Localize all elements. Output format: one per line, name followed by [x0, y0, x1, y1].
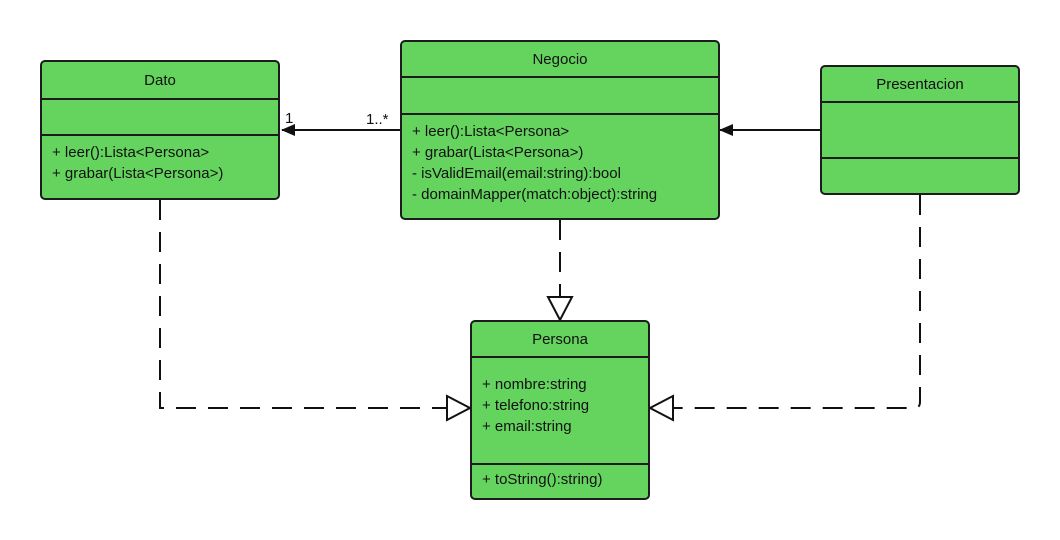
class-name: Dato [42, 62, 278, 100]
open-triangle-arrowhead [446, 394, 473, 422]
methods-section: + leer():Lista<Persona> + grabar(Lista<P… [402, 115, 718, 205]
attributes-section: + nombre:string + telefono:string + emai… [472, 358, 648, 465]
class-dato[interactable]: Dato + leer():Lista<Persona> + grabar(Li… [40, 60, 280, 200]
class-negocio[interactable]: Negocio + leer():Lista<Persona> + grabar… [400, 40, 720, 220]
method: + leer():Lista<Persona> [52, 144, 210, 161]
class-persona[interactable]: Persona + nombre:string + telefono:strin… [470, 320, 650, 500]
method: - isValidEmail(email:string):bool [412, 165, 621, 182]
method: + toString():string) [482, 471, 603, 488]
attributes-section [822, 103, 1018, 159]
class-name: Negocio [402, 42, 718, 78]
dependency-dato-persona[interactable] [159, 200, 447, 409]
class-name: Presentacion [822, 67, 1018, 103]
multiplicity-negocio-end: 1..* [366, 111, 389, 128]
method: + grabar(Lista<Persona>) [52, 165, 224, 182]
method: + grabar(Lista<Persona>) [412, 144, 584, 161]
multiplicity-dato-end: 1 [285, 110, 294, 127]
class-name: Persona [472, 322, 648, 358]
attribute: + telefono:string [482, 397, 590, 414]
method: + leer():Lista<Persona> [412, 123, 570, 140]
class-presentacion[interactable]: Presentacion [820, 65, 1020, 195]
dependency-presentacion-persona[interactable] [673, 195, 921, 409]
open-triangle-arrowhead [647, 394, 674, 422]
open-triangle-arrowhead [546, 296, 574, 323]
attributes-section [402, 78, 718, 115]
attributes-section [42, 100, 278, 136]
attribute: + nombre:string [482, 376, 587, 393]
methods-section: + toString():string) [472, 465, 648, 490]
methods-section: + leer():Lista<Persona> + grabar(Lista<P… [42, 136, 278, 184]
method: - domainMapper(match:object):string [412, 186, 658, 203]
attribute: + email:string [482, 418, 572, 435]
